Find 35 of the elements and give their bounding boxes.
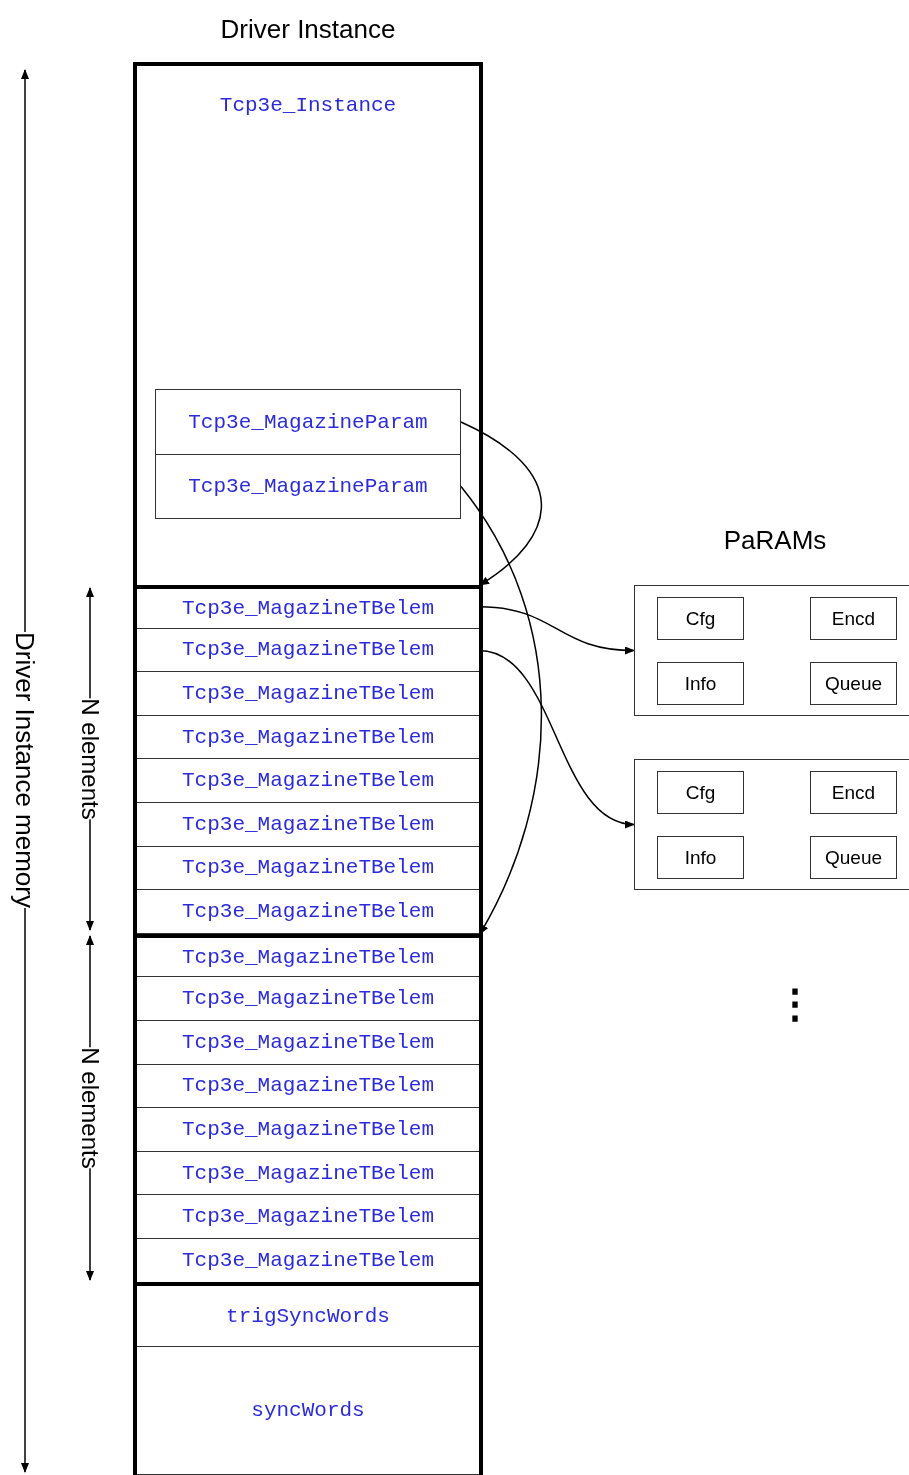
continuation-mark: ⋮ [775,981,815,1025]
param-field: Queue [810,662,897,705]
param-field: Encd [810,597,897,640]
memory-row: Tcp3e_MagazineTBelem [137,1108,479,1152]
memory-row: Tcp3e_MagazineTBelem [137,1151,479,1196]
memory-row: Tcp3e_MagazineTBelem [137,715,479,760]
memory-row: Tcp3e_MagazineTBelem [137,1239,479,1283]
param-field: Queue [810,836,897,879]
memory-row: Tcp3e_MagazineTBelem [137,803,479,847]
memory-row: Tcp3e_MagazineTBelem [137,628,479,673]
struct-name: Tcp3e_Instance [219,94,397,117]
memory-row: syncWords [137,1347,479,1475]
arrow [460,421,543,586]
param-set-box [634,759,909,890]
memory-row: Tcp3e_MagazineTBelem [137,933,479,978]
memory-row: trigSyncWords [137,1282,479,1347]
memory-row: Tcp3e_MagazineTBelem [137,977,479,1021]
param-field: Info [657,836,744,879]
memory-row: Tcp3e_MagazineTBelem [137,1195,479,1239]
memory-row: Tcp3e_MagazineTBelem [137,672,479,716]
memory-row: Tcp3e_MagazineTBelem [137,890,479,934]
memory-row: Tcp3e_MagazineTBelem [137,759,479,803]
memory-row: Tcp3e_MagazineTBelem [137,1021,479,1065]
param-entry: Tcp3e_MagazineParam [155,389,461,455]
arrow [460,485,543,935]
memory-row: Tcp3e_MagazineTBelem [137,1064,479,1109]
param-field: Info [657,662,744,705]
param-field: Cfg [657,597,744,640]
param-field: Cfg [657,771,744,814]
param-field: Encd [810,771,897,814]
memory-row: Tcp3e_MagazineTBelem [137,585,479,629]
param-entry: Tcp3e_MagazineParam [155,454,461,519]
param-set-box [634,585,909,716]
memory-row: Tcp3e_MagazineTBelem [137,846,479,891]
column-heading: Driver Instance [220,14,396,45]
